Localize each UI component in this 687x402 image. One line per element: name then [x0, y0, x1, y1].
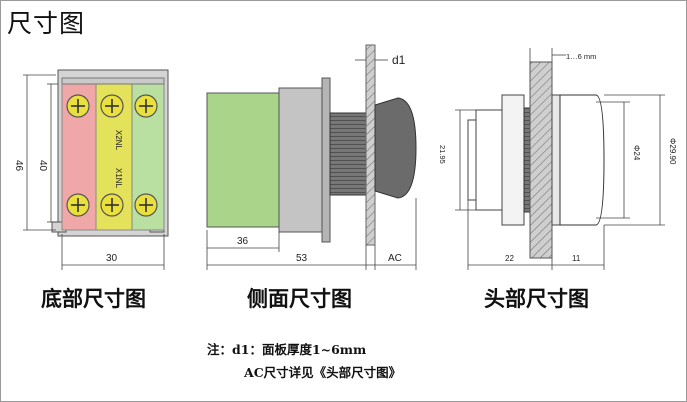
side-threaded-neck	[329, 112, 367, 196]
head-button-cap	[559, 94, 605, 226]
module-label-2: X1NL	[114, 168, 123, 189]
dim-height-2195: 21.95	[438, 145, 447, 164]
dim-total-53: 53	[296, 253, 308, 264]
head-dim-lines	[455, 48, 665, 270]
note-line-1: 注：d1：面板厚度1~6mm	[207, 342, 367, 357]
dim-depth-22: 22	[505, 254, 514, 263]
side-flange	[321, 77, 331, 243]
dim-body-36: 36	[237, 236, 249, 247]
side-dim-lines	[206, 59, 417, 270]
dim-dia-24: Φ24	[632, 145, 641, 161]
dim-dia-2990: Φ29.90	[668, 138, 677, 165]
bottom-view: X2NL X1NL 46 40 30	[13, 69, 169, 270]
caption-head-view: 头部尺寸图	[484, 286, 589, 311]
side-view: d1 36 53 AC	[206, 44, 417, 270]
dim-head-11: 11	[572, 254, 581, 263]
head-rear-frame	[475, 109, 503, 211]
side-metal-housing	[278, 87, 330, 233]
side-panel	[365, 44, 376, 246]
caption-bottom-view: 底部尺寸图	[41, 286, 146, 311]
module-label-1: X2NL	[114, 130, 123, 151]
bottom-dim-lines	[23, 74, 165, 270]
dim-panel-thickness: 1…6 mm	[566, 52, 596, 61]
head-view: 1…6 mm 21.95 Φ24 Φ29.90 22 11	[438, 48, 677, 270]
head-bezel	[501, 94, 525, 226]
dim-d1: d1	[392, 53, 406, 67]
dim-height-40: 40	[37, 160, 48, 172]
dim-width-30: 30	[106, 253, 118, 264]
side-green-body	[206, 92, 280, 228]
caption-side-view: 侧面尺寸图	[247, 286, 352, 311]
bottom-top-rail	[61, 77, 165, 85]
head-ring	[551, 94, 561, 226]
page-title: 尺寸图	[7, 9, 86, 38]
note-line-2: AC尺寸详见《头部尺寸图》	[244, 365, 402, 380]
dim-height-46: 46	[13, 160, 24, 172]
screw-slots	[71, 99, 153, 212]
side-button-head	[374, 97, 417, 199]
dim-ac: AC	[388, 253, 402, 264]
head-panel	[529, 61, 553, 259]
